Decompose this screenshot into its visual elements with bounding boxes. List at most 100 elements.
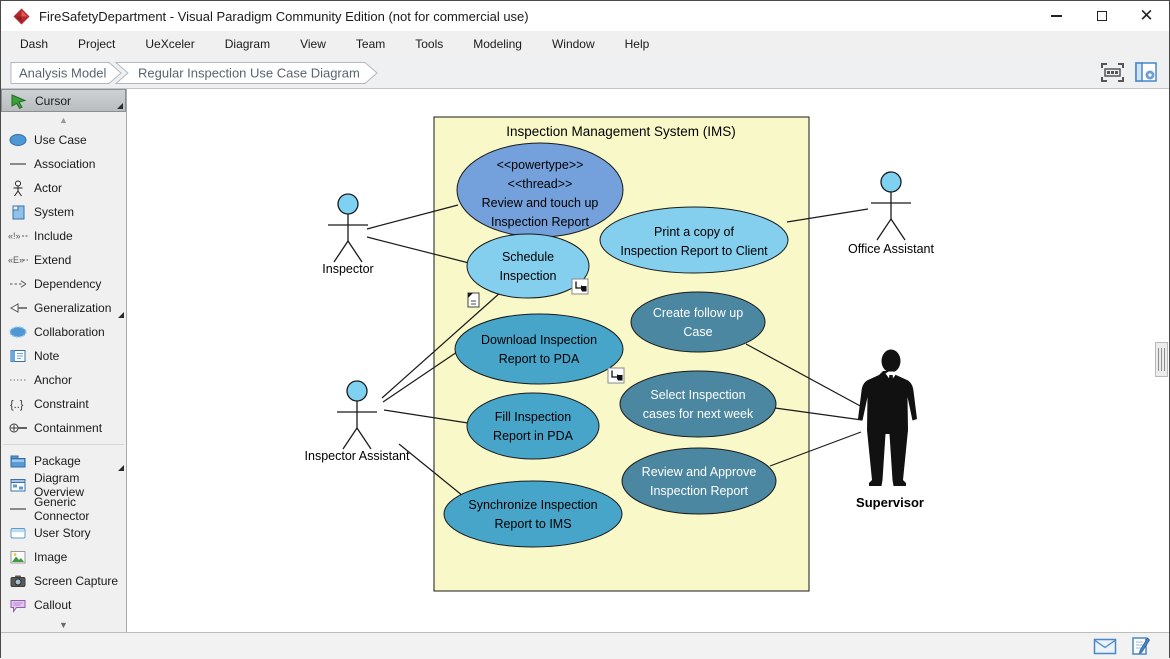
- tool-palette: Cursor ▲ Use Case Association Actor Syst…: [1, 89, 127, 632]
- maximize-button[interactable]: [1079, 1, 1124, 31]
- containment-icon: [7, 420, 29, 436]
- palette-item-generic-connector[interactable]: Generic Connector: [1, 495, 126, 523]
- palette-item-callout[interactable]: Callout: [1, 593, 126, 617]
- actor-office-assistant[interactable]: [871, 171, 911, 241]
- use-case-fill-report[interactable]: Fill Inspection Report in PDA: [466, 392, 600, 460]
- svg-text:Report to PDA: Report to PDA: [499, 352, 580, 366]
- breadcrumb-bar: Analysis Model Regular Inspection Use Ca…: [1, 57, 1169, 89]
- palette-scroll-up[interactable]: ▲: [59, 115, 68, 125]
- svg-text:Print a copy of: Print a copy of: [654, 225, 734, 239]
- breadcrumb-item-model[interactable]: Analysis Model: [19, 65, 107, 80]
- palette-item-package[interactable]: Package: [1, 449, 126, 473]
- screen-capture-icon: [7, 573, 29, 589]
- actor-inspector-assistant[interactable]: [337, 380, 377, 450]
- assoc-assistant-sync[interactable]: [398, 443, 464, 497]
- svg-text:<<powertype>>: <<powertype>>: [497, 158, 584, 172]
- palette-item-use-case[interactable]: Use Case: [1, 128, 126, 152]
- menu-project[interactable]: Project: [78, 37, 116, 51]
- window-title: FireSafetyDepartment - Visual Paradigm C…: [39, 8, 529, 24]
- menu-bar: Dash Project UeXceler Diagram View Team …: [1, 31, 1169, 57]
- assoc-assistant-download[interactable]: [382, 351, 458, 403]
- anchor-icon: [7, 372, 29, 388]
- palette-item-constraint[interactable]: {..} Constraint: [1, 392, 126, 416]
- assoc-inspector-schedule[interactable]: [366, 236, 470, 264]
- use-case-review-touchup[interactable]: <<powertype>> <<thread>> Review and touc…: [456, 142, 624, 238]
- assoc-assistant-fill[interactable]: [383, 409, 469, 424]
- palette-item-collaboration[interactable]: Collaboration: [1, 320, 126, 344]
- subdiagram-icon-download[interactable]: [607, 367, 625, 384]
- use-case-select-cases[interactable]: Select Inspection cases for next week: [619, 370, 777, 438]
- diagram-canvas[interactable]: Inspection Management System (IMS) <<pow…: [127, 89, 1169, 632]
- palette-item-anchor[interactable]: Anchor: [1, 368, 126, 392]
- palette-item-generalization[interactable]: Generalization: [1, 296, 126, 320]
- requirement-doc-icon[interactable]: [467, 292, 480, 308]
- collapsed-panel-grip[interactable]: [1155, 342, 1168, 377]
- assoc-approve-supervisor[interactable]: [769, 431, 862, 467]
- assoc-followup-supervisor[interactable]: [745, 343, 865, 409]
- svg-text:Report in PDA: Report in PDA: [493, 429, 574, 443]
- svg-text:<<thread>>: <<thread>>: [508, 177, 573, 191]
- subdiagram-icon-schedule[interactable]: [571, 278, 589, 295]
- menu-view[interactable]: View: [300, 37, 326, 51]
- menu-help[interactable]: Help: [624, 37, 650, 51]
- use-case-create-followup[interactable]: Create follow up Case: [630, 291, 766, 353]
- use-case-synchronize-report[interactable]: Synchronize Inspection Report to IMS: [443, 480, 623, 548]
- palette-item-extend[interactable]: «E» Extend: [7, 252, 72, 268]
- actor-inspector[interactable]: [328, 193, 368, 263]
- palette-item-association[interactable]: Association: [1, 152, 126, 176]
- menu-modeling[interactable]: Modeling: [473, 37, 522, 51]
- diagram-overview-icon: [7, 477, 29, 493]
- message-envelope-icon[interactable]: [1093, 638, 1117, 655]
- association-lines: [366, 204, 869, 497]
- extend-icon: «E»: [7, 252, 29, 268]
- use-case-print-copy[interactable]: Print a copy of Inspection Report to Cli…: [599, 206, 789, 274]
- actor-icon: [7, 180, 29, 197]
- assoc-assistant-schedule[interactable]: [381, 291, 502, 399]
- assoc-print-office-assistant[interactable]: [786, 208, 869, 223]
- menu-window[interactable]: Window: [551, 37, 595, 51]
- compose-document-icon[interactable]: [1131, 636, 1151, 656]
- menu-diagram[interactable]: Diagram: [224, 37, 271, 51]
- svg-text:Inspection Report: Inspection Report: [491, 215, 590, 229]
- palette-item-image[interactable]: Image: [1, 545, 126, 569]
- collaboration-icon: [7, 324, 29, 340]
- svg-text:Synchronize Inspection: Synchronize Inspection: [468, 498, 597, 512]
- palette-item-system[interactable]: System: [1, 200, 126, 224]
- palette-item-dependency[interactable]: Dependency: [1, 272, 126, 296]
- use-case-review-approve[interactable]: Review and Approve Inspection Report: [621, 447, 777, 515]
- palette-scroll-down[interactable]: ▼: [59, 620, 68, 630]
- use-case-download-report[interactable]: Download Inspection Report to PDA: [454, 313, 624, 385]
- palette-item-actor[interactable]: Actor: [1, 176, 126, 200]
- note-icon: [7, 348, 29, 364]
- callout-icon: [7, 597, 29, 614]
- breadcrumb-chip-diagram[interactable]: [114, 61, 378, 84]
- palette-item-cursor[interactable]: Cursor: [1, 89, 126, 112]
- actor-supervisor[interactable]: [858, 349, 917, 487]
- use-case-schedule-inspection[interactable]: Schedule Inspection: [466, 233, 590, 299]
- palette-item-screen-capture[interactable]: Screen Capture: [1, 569, 126, 593]
- generalization-icon: [7, 300, 29, 316]
- minimize-button[interactable]: [1034, 1, 1079, 31]
- layout-panel-icon[interactable]: [1134, 61, 1159, 84]
- palette-item-label: Cursor: [35, 93, 72, 108]
- menu-team[interactable]: Team: [355, 37, 386, 51]
- dependency-icon: [7, 276, 29, 292]
- menu-dash[interactable]: Dash: [20, 37, 49, 51]
- palette-item-user-story[interactable]: User Story: [1, 521, 126, 545]
- fit-to-window-icon[interactable]: [1099, 61, 1126, 84]
- assoc-inspector-review[interactable]: [366, 204, 459, 230]
- menu-uexceler[interactable]: UeXceler: [145, 37, 195, 51]
- breadcrumb-chip-analysis-model[interactable]: [10, 61, 122, 84]
- svg-text:Select Inspection: Select Inspection: [650, 388, 745, 402]
- palette-item-diagram-overview[interactable]: Diagram Overview: [1, 471, 126, 499]
- assoc-select-supervisor[interactable]: [774, 407, 863, 421]
- svg-text:Inspection Report to Client: Inspection Report to Client: [620, 244, 768, 258]
- breadcrumb-item-diagram[interactable]: Regular Inspection Use Case Diagram: [138, 65, 360, 80]
- palette-item-containment[interactable]: Containment: [1, 416, 126, 440]
- menu-tools[interactable]: Tools: [415, 37, 444, 51]
- constraint-icon: {..}: [7, 396, 29, 412]
- close-button[interactable]: ✕: [1139, 5, 1154, 26]
- palette-item-include[interactable]: «!» Include: [8, 229, 73, 243]
- status-bar: [1, 632, 1169, 659]
- palette-item-note[interactable]: Note: [1, 344, 126, 368]
